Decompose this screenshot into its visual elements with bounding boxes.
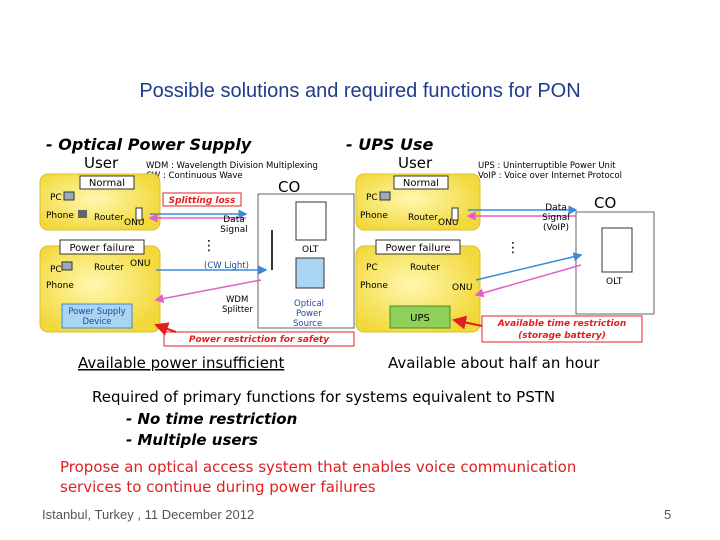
pc-icon xyxy=(61,261,73,271)
left-router-label-1: Router xyxy=(94,213,124,223)
right-pc-label-1: PC xyxy=(366,193,378,203)
left-olt-label: OLT xyxy=(302,245,319,255)
cw-return-arrow xyxy=(154,279,262,304)
right-heading: - UPS Use xyxy=(346,135,434,154)
source-label: Source xyxy=(293,319,322,329)
time-restriction-label-2: (storage battery) xyxy=(518,331,606,341)
splitting-loss-box xyxy=(162,192,242,207)
left-power-failure-box xyxy=(59,239,145,255)
right-failure-data-arrow xyxy=(475,252,583,281)
right-power-failure-box xyxy=(375,239,461,255)
wdm-legend-1: WDM : Wavelength Division Multiplexing xyxy=(146,161,318,171)
ups-legend-2: VoIP : Voice over Internet Protocol xyxy=(478,171,622,181)
proposal-text: Propose an optical access system that en… xyxy=(60,457,680,497)
left-power-failure-label: Power failure xyxy=(70,243,135,254)
left-user-label: User xyxy=(84,154,119,172)
ups-legend-1: UPS : Uninterruptible Power Unit xyxy=(478,161,616,171)
ups-label: UPS xyxy=(410,313,430,324)
right-olt-device xyxy=(601,227,633,273)
right-pc-label-2: PC xyxy=(366,263,378,273)
power-label: Power xyxy=(296,309,322,319)
requirement-item: - Multiple users xyxy=(126,431,258,449)
wdm-label: WDM xyxy=(226,295,248,305)
right-signal-label: Signal xyxy=(542,213,570,223)
right-voip-label: (VoIP) xyxy=(543,223,569,233)
optical-label: Optical xyxy=(294,299,324,309)
right-caption: Available about half an hour xyxy=(388,354,600,372)
right-data-label: Data xyxy=(545,203,567,213)
right-router-label-1: Router xyxy=(408,213,438,223)
splitting-loss-label: Splitting loss xyxy=(169,196,236,206)
left-phone-label-1: Phone xyxy=(46,211,74,221)
left-onu-label-1: ONU xyxy=(124,218,144,228)
left-co-label: CO xyxy=(278,178,300,196)
pon-solutions-diagram: - Optical Power Supply User WDM : Wavele… xyxy=(39,135,655,372)
ups-box xyxy=(389,305,451,329)
left-olt-device xyxy=(295,201,327,241)
time-restriction-arrow xyxy=(452,315,483,330)
power-restriction-label: Power restriction for safety xyxy=(189,335,330,345)
left-pc-label-1: PC xyxy=(50,193,62,203)
left-caption: Available power insufficient xyxy=(78,354,284,372)
left-normal-label: Normal xyxy=(89,178,125,189)
left-data-label: Data xyxy=(223,215,245,225)
right-router-label-2: Router xyxy=(410,263,440,273)
right-ellipsis: ⋮ xyxy=(506,240,520,256)
power-supply-label: Power Supply xyxy=(68,307,125,317)
footer-location-date: Istanbul, Turkey , 11 December 2012 xyxy=(42,507,255,522)
right-olt-label: OLT xyxy=(606,277,623,287)
requirements-heading: Required of primary functions for system… xyxy=(92,388,556,406)
onu-icon xyxy=(451,207,459,221)
right-normal-label: Normal xyxy=(403,178,439,189)
onu-icon xyxy=(135,207,143,221)
left-signal-label: Signal xyxy=(220,225,248,235)
time-restriction-label-1: Available time restriction xyxy=(497,319,626,329)
right-phone-label-1: Phone xyxy=(360,211,388,221)
page-number: 5 xyxy=(664,507,672,522)
proposal-line-2: services to continue during power failur… xyxy=(60,478,376,496)
right-power-failure-label: Power failure xyxy=(386,243,451,254)
cw-light-label: (CW Light) xyxy=(204,261,249,271)
power-supply-device-box xyxy=(61,303,133,329)
power-restriction-arrow xyxy=(154,322,177,336)
requirement-item: - No time restriction xyxy=(126,410,298,428)
right-user-label: User xyxy=(398,154,433,172)
right-onu-label-2: ONU xyxy=(452,283,472,293)
left-pc-label-2: PC xyxy=(50,265,62,275)
power-restriction-box xyxy=(163,331,355,347)
right-normal-box xyxy=(393,175,449,190)
left-onu-label-2: ONU xyxy=(130,259,150,269)
left-phone-label-2: Phone xyxy=(46,281,74,291)
proposal-line-1: Propose an optical access system that en… xyxy=(60,458,577,476)
right-onu-label-1: ONU xyxy=(438,218,458,228)
left-router-label-2: Router xyxy=(94,263,124,273)
left-heading: - Optical Power Supply xyxy=(46,135,252,154)
left-normal-box xyxy=(79,175,135,190)
right-normal-zone xyxy=(355,173,481,231)
pc-icon xyxy=(63,191,75,201)
optical-power-source-device xyxy=(295,257,325,289)
right-co-label: CO xyxy=(594,194,616,212)
phone-icon xyxy=(78,210,87,218)
right-failure-return-arrow xyxy=(474,264,582,298)
wdm-legend-2: CW : Continuous Wave xyxy=(146,171,243,181)
slide-title: Possible solutions and required function… xyxy=(139,80,581,102)
device-label: Device xyxy=(82,317,111,327)
splitter-label: Splitter xyxy=(222,305,253,315)
right-phone-label-2: Phone xyxy=(360,281,388,291)
pc-icon xyxy=(379,191,391,201)
time-restriction-box xyxy=(481,315,643,343)
left-ellipsis: ⋮ xyxy=(202,238,216,254)
